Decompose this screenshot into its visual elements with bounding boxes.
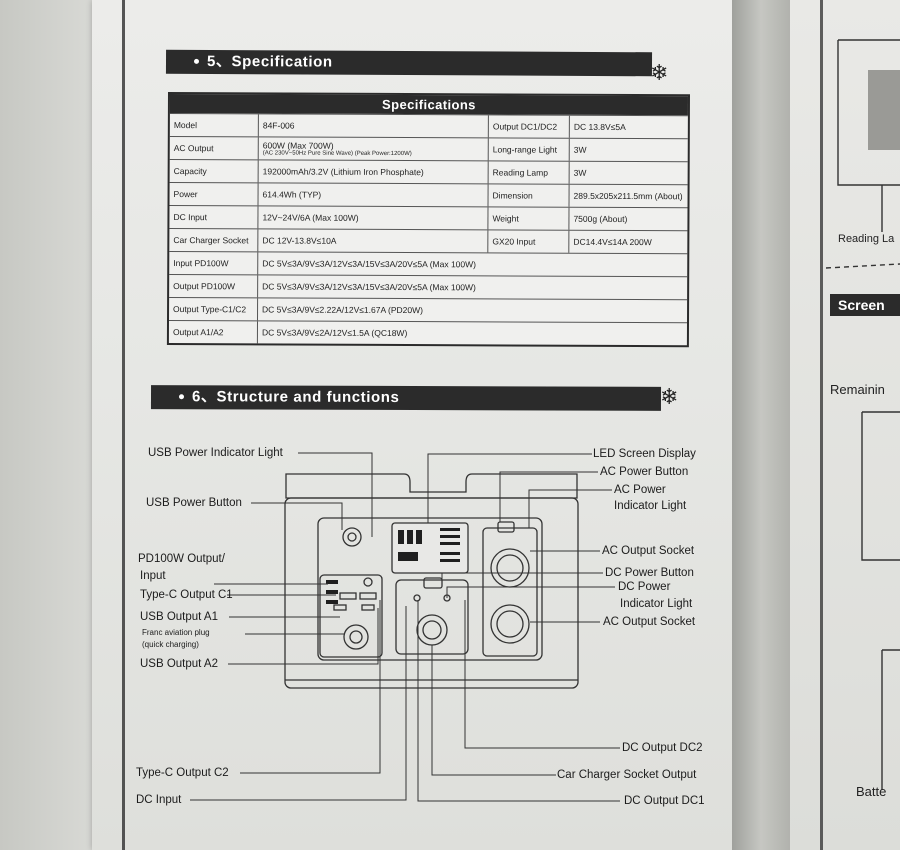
label-ac-socket-2: AC Output Socket [603, 616, 696, 628]
label-usb-a2: USB Output A2 [140, 658, 218, 670]
label-usb-power-button: USB Power Button [146, 497, 242, 509]
label-typec-c1: Type-C Output C1 [140, 589, 233, 601]
label-typec-c2: Type-C Output C2 [136, 767, 229, 779]
snowflake-icon: ❄ [650, 60, 669, 85]
label-dc-input: DC Input [136, 794, 182, 806]
label-ac-indicator-2: Indicator Light [614, 500, 687, 512]
right-reading-lamp-label: Reading La [838, 233, 895, 245]
right-screen-heading: Screen [830, 294, 900, 316]
right-battery-label: Batte [856, 784, 887, 799]
label-franc-plug-1: Franc aviation plug [142, 628, 210, 637]
label-dc-indicator-2: Indicator Light [620, 598, 693, 610]
label-dc-power-button: DC Power Button [605, 567, 694, 579]
label-dc-output-dc2: DC Output DC2 [622, 742, 703, 754]
label-ac-indicator-1: AC Power [614, 484, 666, 496]
label-dc-indicator-1: DC Power [618, 581, 671, 593]
label-pd100w-2: Input [140, 570, 166, 582]
label-dc-output-dc1: DC Output DC1 [624, 795, 705, 807]
label-pd100w-1: PD100W Output/ [138, 553, 225, 565]
label-car-charger-output: Car Charger Socket Output [557, 769, 697, 781]
label-usb-a1: USB Output A1 [140, 611, 218, 623]
label-led-screen: LED Screen Display [593, 448, 696, 460]
snowflake-icon: ❄ [660, 384, 679, 409]
label-ac-socket-1: AC Output Socket [602, 545, 695, 557]
page-gutter [732, 0, 790, 850]
label-ac-power-button: AC Power Button [600, 466, 689, 478]
right-remaining-label: Remainin [830, 382, 885, 397]
label-usb-power-indicator: USB Power Indicator Light [148, 447, 283, 459]
label-franc-plug-2: (quick charging) [142, 640, 199, 649]
